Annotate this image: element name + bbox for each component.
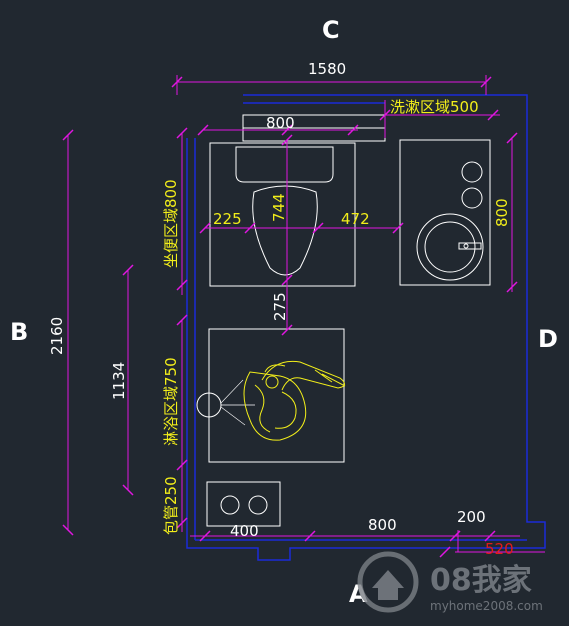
vanity-outline [399, 139, 491, 286]
zone-pipe-label: 包管250 [162, 476, 180, 535]
dim-vanity-depth: 800 [493, 198, 511, 227]
shower-zone-outline [208, 328, 345, 463]
zone-toilet-label: 坐便区域800 [162, 179, 180, 268]
room-walls [186, 94, 546, 561]
wall-label-left: B [10, 318, 28, 346]
wall-label-right: D [538, 325, 558, 353]
zone-wash-label: 洗漱区域500 [390, 98, 479, 116]
dim-overall-height: 2160 [48, 317, 66, 355]
zone-shower-label: 淋浴区域750 [162, 357, 180, 446]
dim-bottom-mid: 800 [368, 516, 397, 534]
pipe-2 [248, 495, 268, 515]
dim-overall-width: 1580 [308, 60, 346, 78]
dimension-ticks [62, 76, 518, 558]
watermark-site: myhome2008.com [430, 599, 543, 613]
toilet-bowl [252, 185, 318, 276]
dim-toilet-shower-gap: 275 [271, 292, 289, 321]
dim-shower-zone-height: 1134 [110, 362, 128, 400]
dim-wall-return: 520 [485, 540, 514, 558]
dim-toilet-depth: 744 [270, 193, 288, 222]
wall-label-top: C [322, 16, 340, 44]
pipe-1 [220, 495, 240, 515]
toilet-zone-outline [209, 142, 356, 287]
house-icon [372, 570, 404, 600]
shower-figure [243, 360, 346, 441]
dim-toilet-right-gap: 472 [341, 210, 370, 228]
tap-knob-2 [461, 187, 483, 209]
basin-inner [424, 221, 476, 273]
toilet-tank [235, 146, 334, 183]
basin-outer [416, 213, 484, 281]
zone-labels: 洗漱区域500 坐便区域800 淋浴区域750 包管250 [162, 98, 479, 535]
watermark-logo-text: 08我家 [430, 563, 532, 598]
dim-toilet-zone-width: 800 [266, 114, 295, 132]
tap-knob-1 [461, 161, 483, 183]
dim-toilet-left-gap: 225 [213, 210, 242, 228]
wall-label-bottom: A [349, 580, 368, 608]
basin-faucet [458, 242, 482, 250]
dimension-lines [67, 75, 545, 553]
wall-labels: C B D A [10, 16, 558, 608]
dim-bottom-right: 200 [457, 508, 486, 526]
watermark: 08我家 myhome2008.com [357, 551, 543, 613]
dimension-values: 1580 800 225 472 400 800 200 520 2160 11… [48, 60, 514, 558]
fixtures [196, 114, 491, 527]
watermark-logo-circle [357, 551, 419, 613]
dim-bottom-left: 400 [230, 522, 259, 540]
wall-outline [186, 94, 546, 561]
pipe-box-outline [206, 481, 281, 527]
